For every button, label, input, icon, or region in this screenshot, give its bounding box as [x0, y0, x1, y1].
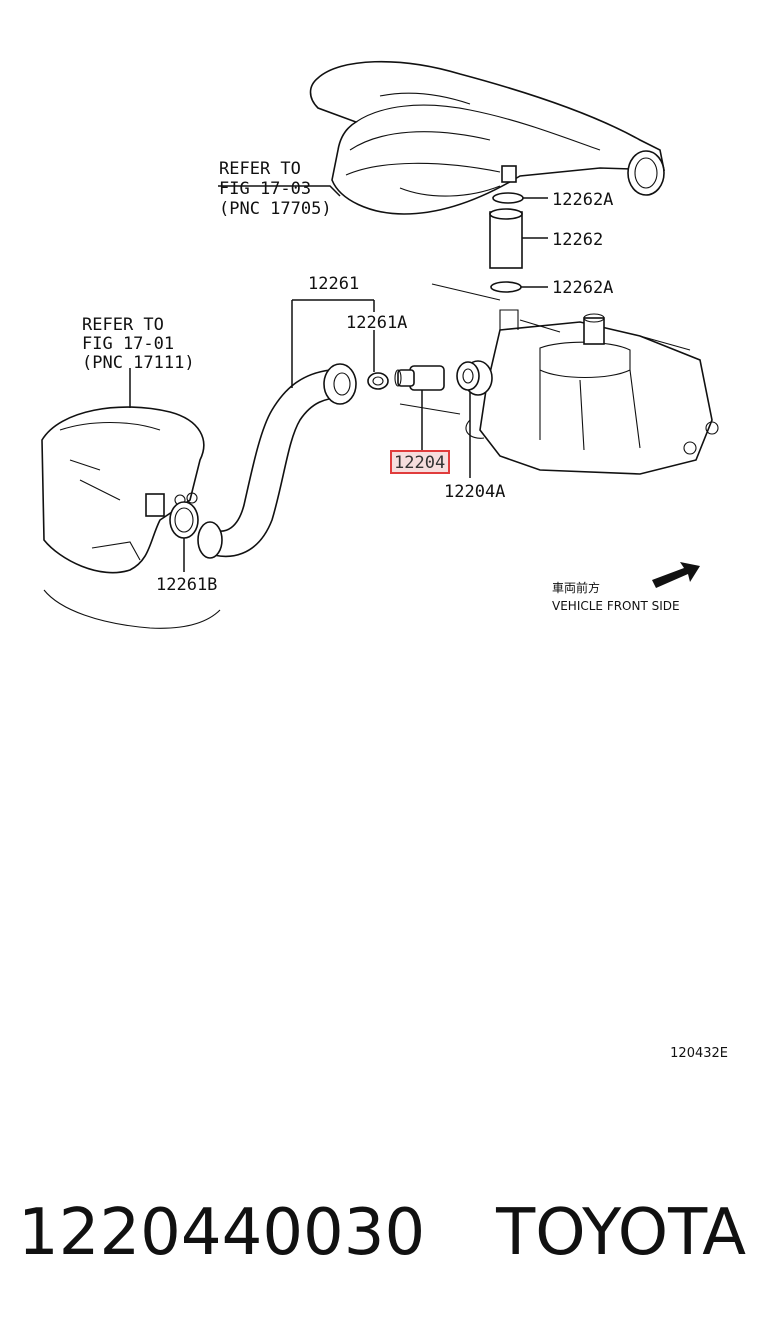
air-cleaner-housing — [309, 60, 665, 215]
leader-lines — [129, 185, 375, 408]
illustration-code: 120432E — [670, 1046, 728, 1061]
ref-17-03-line3: (PNC 17705) — [219, 199, 332, 219]
ref-17-01-line1: REFER TO — [82, 315, 164, 335]
hose-12261 — [197, 363, 357, 559]
ring-12261B — [169, 501, 199, 572]
footer: 1220440030 TOYOTA — [18, 1188, 746, 1278]
ref-17-03-line1: REFER TO — [219, 159, 301, 179]
pcv-valve-12204 — [394, 365, 461, 450]
intake-manifold — [41, 406, 221, 629]
vehicle-front-en: VEHICLE FRONT SIDE — [552, 599, 680, 613]
brand-name: TOYOTA — [496, 1196, 746, 1270]
clip-12262A-top — [492, 192, 548, 204]
clip-12262A-bottom — [490, 281, 548, 293]
grommet-12204A — [456, 360, 493, 478]
callout-12204A[interactable]: 12204A — [444, 482, 505, 502]
clip-12261A — [367, 372, 389, 390]
callout-12204-highlight — [390, 450, 450, 474]
ref-17-01-line2: FIG 17-01 — [82, 334, 174, 354]
cylinder-head-cover — [431, 283, 719, 475]
callout-12262A-bottom[interactable]: 12262A — [552, 278, 613, 298]
part-number: 1220440030 — [18, 1196, 426, 1270]
callout-12262A-top[interactable]: 12262A — [552, 190, 613, 210]
ref-17-01-line3: (PNC 17111) — [82, 353, 195, 373]
vehicle-front-jp: 車両前方 — [552, 580, 600, 595]
callout-12204[interactable]: 12204 — [394, 453, 445, 473]
ref-17-03-line2: FIG 17-03 — [219, 179, 311, 199]
callout-12261A[interactable]: 12261A — [346, 313, 407, 333]
hose-12262 — [489, 208, 548, 269]
parts-diagram: REFER TO FIG 17-03 (PNC 17705) REFER TO … — [41, 60, 719, 629]
callout-12262[interactable]: 12262 — [552, 230, 603, 250]
vehicle-front-arrow-icon — [652, 562, 700, 588]
callout-12261[interactable]: 12261 — [308, 274, 359, 294]
callout-12261B[interactable]: 12261B — [156, 575, 217, 595]
